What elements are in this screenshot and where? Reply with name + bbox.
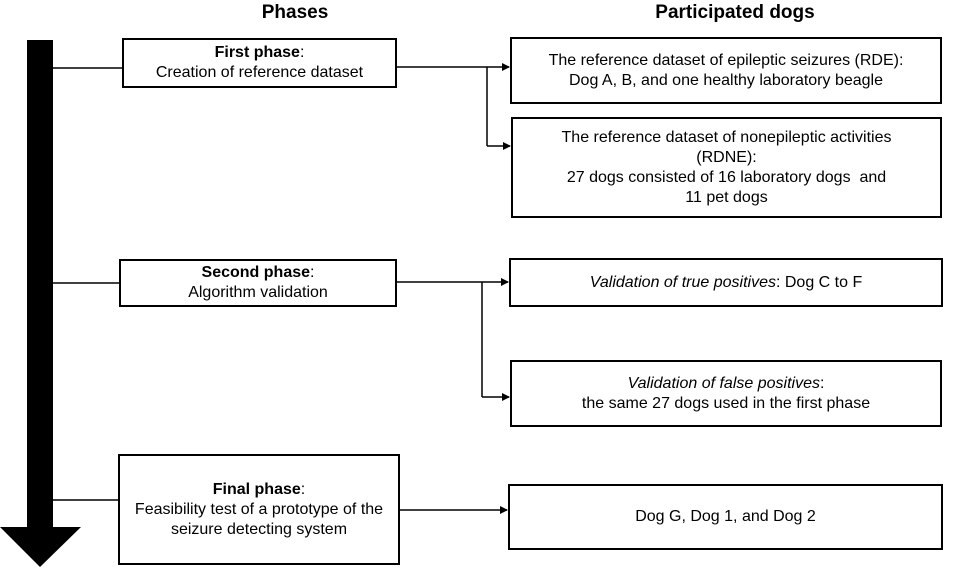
true-positives-line: Validation of true positives: Dog C to F: [590, 273, 862, 293]
second-phase-description: Algorithm validation: [188, 284, 328, 301]
first-phase-title-suffix: :: [299, 44, 305, 61]
rde-line-2: Dog A, B, and one healthy laboratory bea…: [569, 71, 883, 89]
rde-box: The reference dataset of epileptic seizu…: [510, 37, 942, 104]
second-phase-title-line: Second phase:: [202, 263, 315, 283]
final-dogs-box: Dog G, Dog 1, and Dog 2: [508, 484, 943, 550]
false-positives-line-1: Validation of false positives:: [628, 374, 825, 394]
first-phase-description: Creation of reference dataset: [155, 64, 364, 81]
final-phase-description-line-1: Feasibility test of a prototype of the: [134, 500, 384, 518]
true-positives-label: Validation of true positives: [589, 273, 776, 291]
rde-line-1: The reference dataset of epileptic seizu…: [548, 51, 904, 69]
false-positives-label: Validation of false positives: [627, 374, 820, 392]
final-dogs-line: Dog G, Dog 1, and Dog 2: [635, 508, 816, 525]
true-positives-box: Validation of true positives: Dog C to F: [509, 258, 943, 307]
second-phase-title-suffix: :: [310, 264, 315, 281]
rdne-line-1: The reference dataset of nonepileptic ac…: [561, 128, 892, 146]
false-positives-suffix: :: [819, 374, 825, 392]
participated-dogs-header: Participated dogs: [655, 2, 815, 23]
phases-header: Phases: [261, 2, 329, 23]
second-phase-box: Second phase: Algorithm validation: [119, 259, 397, 307]
final-phase-description-line-2: seizure detecting system: [170, 520, 348, 538]
rdne-line-4: 11 pet dogs: [685, 188, 768, 206]
false-positives-box: Validation of false positives: the same …: [510, 360, 942, 427]
first-phase-title: First phase: [214, 44, 300, 61]
final-phase-title-line: Final phase:: [213, 480, 305, 500]
final-phase-box: Final phase: Feasibility test of a proto…: [118, 454, 400, 565]
final-phase-title-suffix: :: [300, 480, 306, 498]
first-phase-title-line: First phase:: [215, 43, 305, 63]
timeline-arrow: [0, 40, 81, 567]
rdne-line-2: (RDNE):: [696, 148, 757, 166]
second-phase-title: Second phase: [201, 264, 311, 281]
rdne-line-3: 27 dogs consisted of 16 laboratory dogs …: [566, 168, 887, 186]
false-positives-line-2: the same 27 dogs used in the first phase: [581, 394, 871, 412]
true-positives-dogs: : Dog C to F: [775, 273, 863, 291]
final-phase-title: Final phase: [212, 480, 301, 498]
first-phase-box: First phase: Creation of reference datas…: [122, 38, 397, 88]
rdne-box: The reference dataset of nonepileptic ac…: [511, 117, 942, 218]
